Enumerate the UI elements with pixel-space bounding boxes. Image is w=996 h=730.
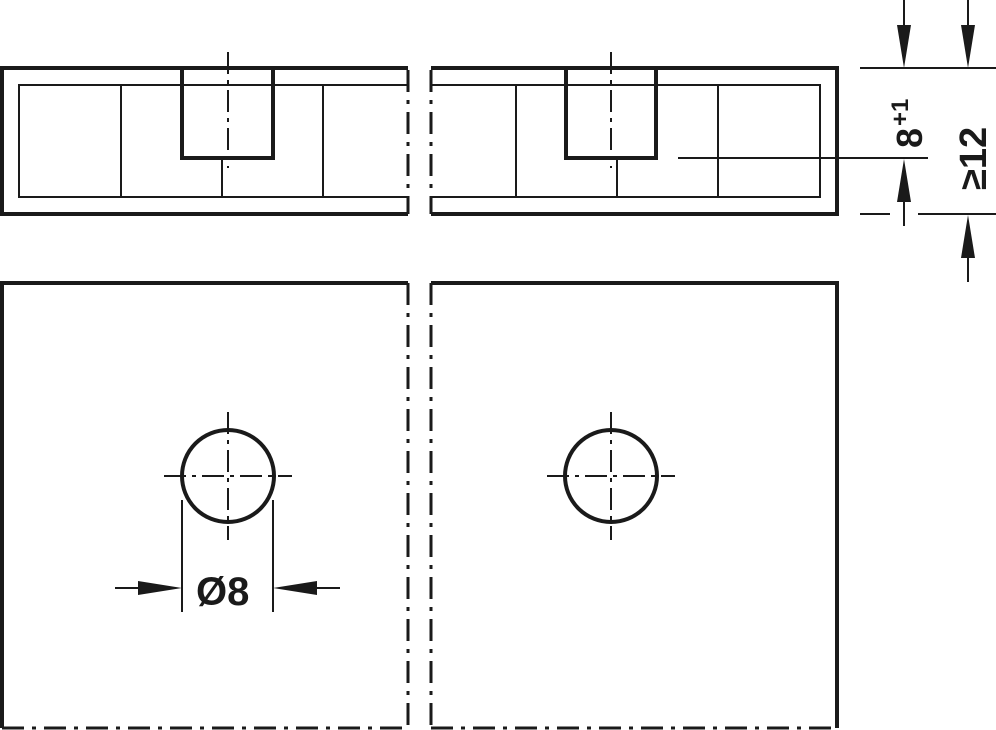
plan-view-right [429,281,839,730]
vertical-dimensions: 8 +1 ≥12 [860,0,996,282]
arrow-right-icon [138,581,182,595]
arrow-up-icon [897,159,911,202]
thickness-dimension-label: ≥12 [953,127,995,190]
section-view-right [429,52,928,216]
section-view-left [0,52,410,216]
arrow-up-icon [961,215,975,258]
depth-tolerance-label: +1 [887,99,914,126]
depth-dimension-label: 8 [889,128,930,148]
plan-view-left: Ø8 [0,281,410,730]
diameter-dimension-label: Ø8 [196,570,249,614]
arrow-left-icon [273,581,317,595]
arrow-down-icon [897,25,911,68]
arrow-down-icon [961,25,975,68]
